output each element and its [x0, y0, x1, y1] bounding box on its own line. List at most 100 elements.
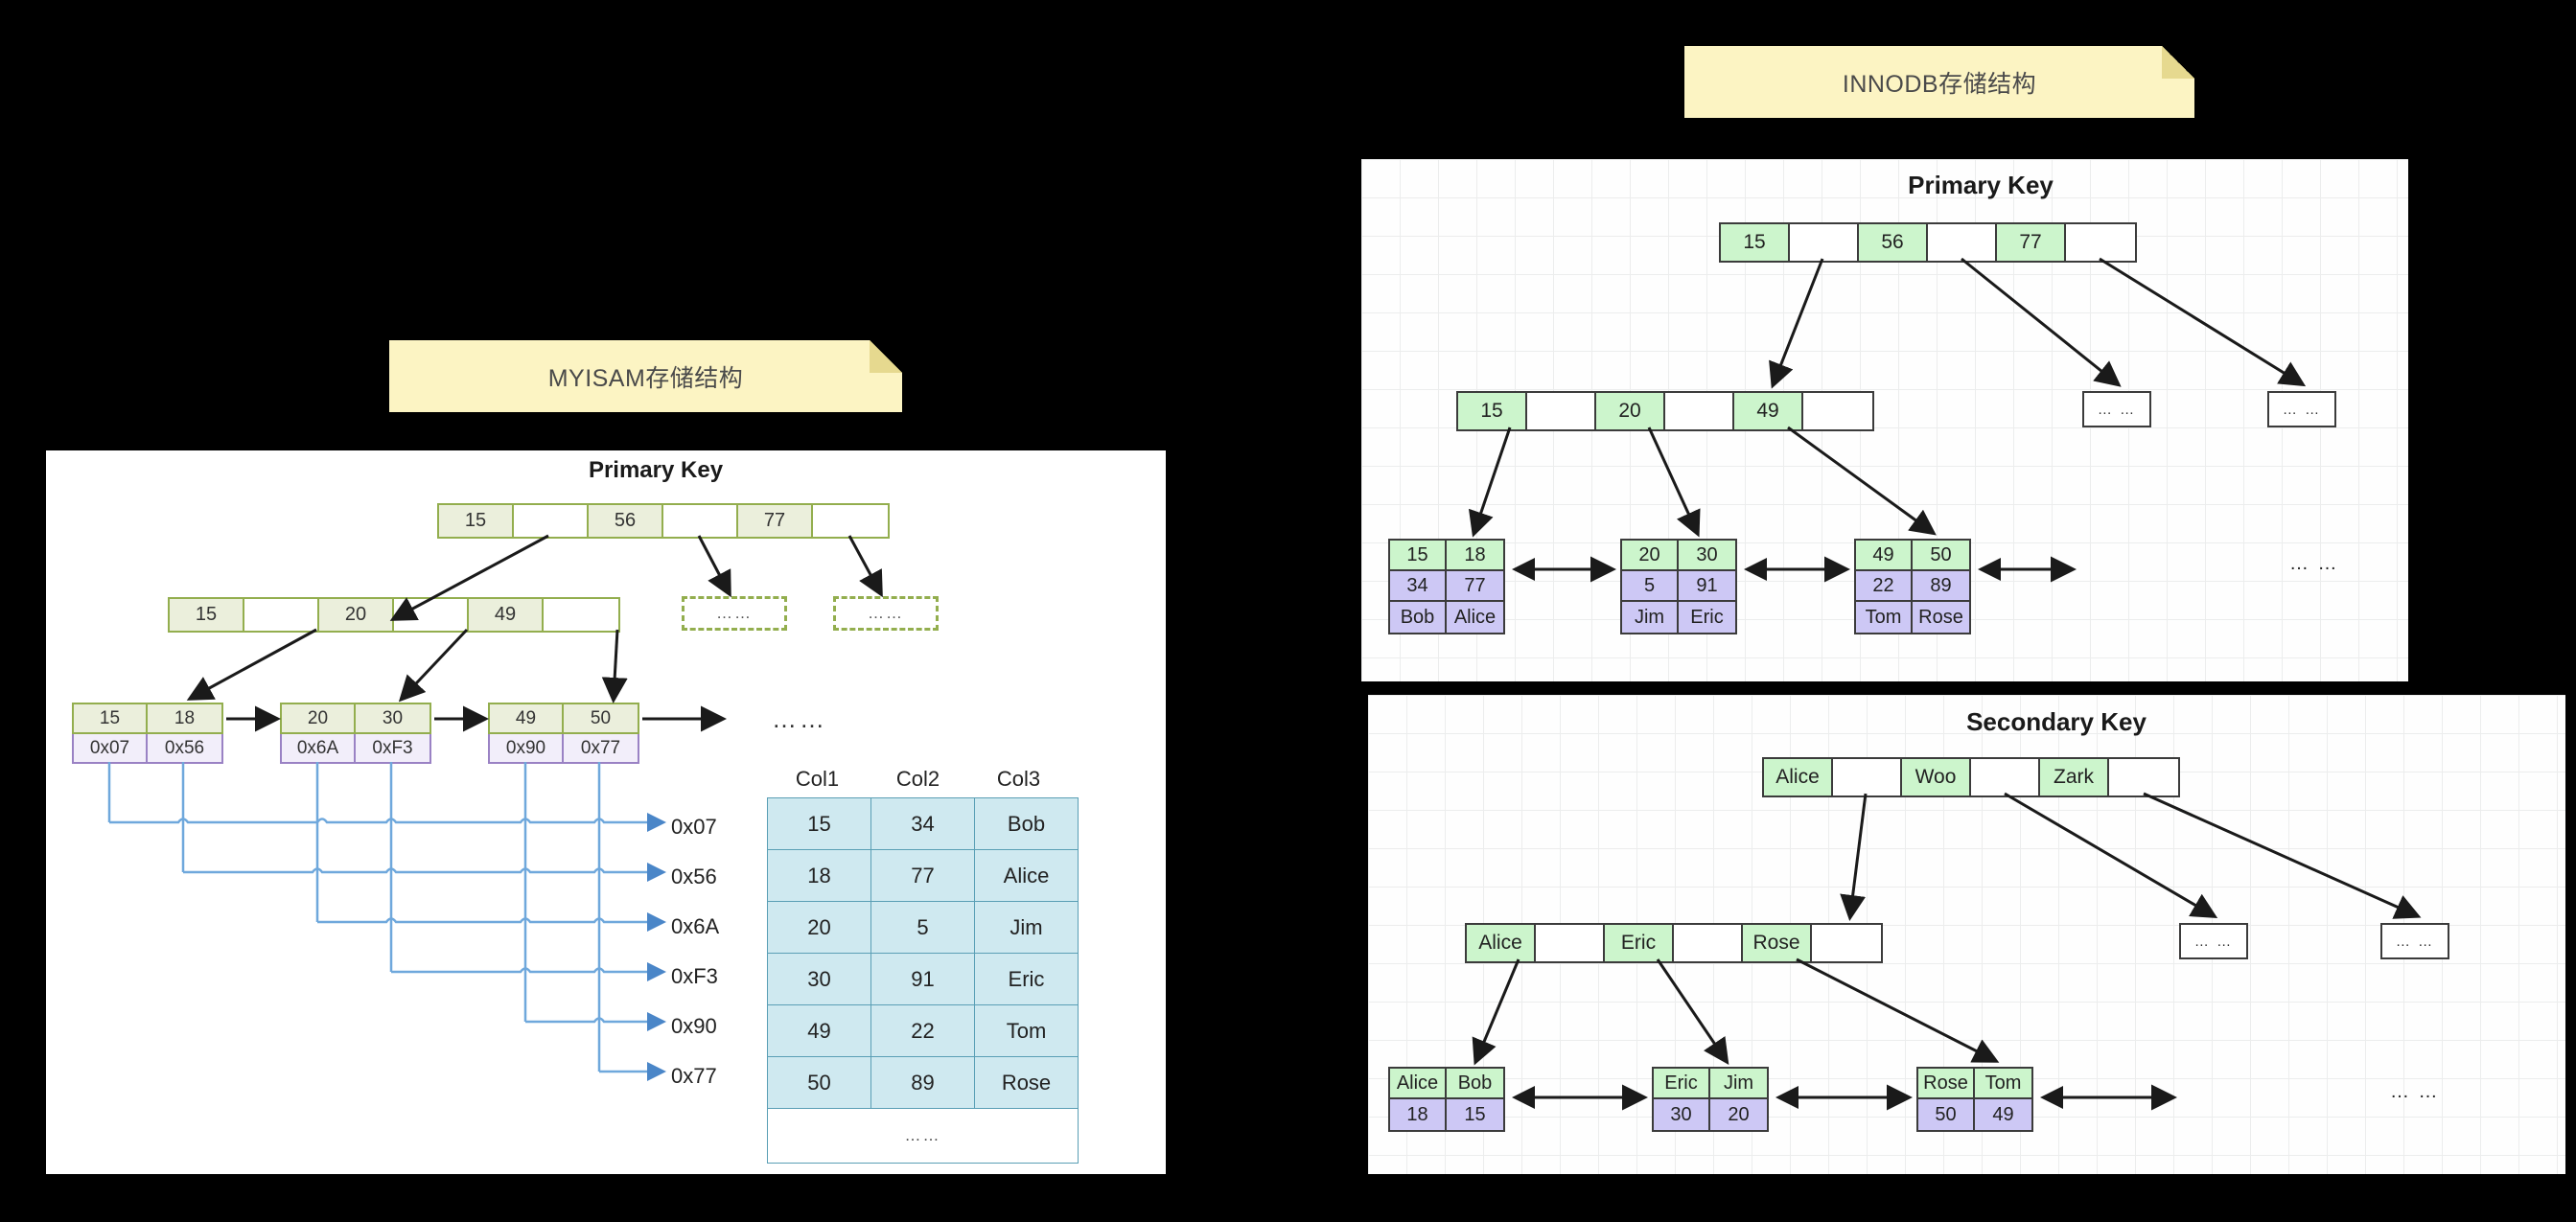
table-cell: Tom [974, 1004, 1079, 1057]
leaf-value: Alice [1447, 602, 1503, 633]
node-cell: 77 [1997, 224, 2066, 261]
node-cell: 77 [738, 505, 813, 537]
leaf-key: Eric [1654, 1069, 1710, 1099]
banner-myisam-label: MYISAM存储结构 [547, 364, 744, 392]
myisam-root-node: 15 56 77 [437, 503, 890, 539]
myisam-leaf-node: 20 30 0x6A 0xF3 [280, 703, 431, 764]
table-cell: 15 [767, 797, 871, 850]
leaf-value: Rose [1913, 602, 1969, 633]
leaf-pointer: 0x56 [148, 734, 221, 762]
innodb-primary-title: Primary Key [1908, 171, 2054, 199]
leaf-ptr-row: 0x07 0x56 [72, 734, 223, 764]
leaf-value-row: 5 91 [1622, 571, 1735, 602]
node-cell: 15 [1458, 393, 1527, 429]
table-footer-ellipsis: …… [767, 1108, 1079, 1164]
innodb-pk-tail-ellipsis: … … [2289, 553, 2339, 574]
node-cell: 15 [439, 505, 514, 537]
innodb-pk-ellipsis-node: … … [2082, 391, 2151, 427]
innodb-sk-ellipsis-node: … … [2179, 923, 2248, 959]
record-pointer-label: 0x07 [671, 815, 717, 839]
innodb-pk-internal-node: 15 20 49 [1456, 391, 1874, 431]
leaf-key-row: 15 18 [72, 703, 223, 734]
node-cell [1812, 925, 1881, 961]
node-cell [1803, 393, 1872, 429]
node-cell [244, 599, 319, 631]
record-pointer-label: 0x90 [671, 1014, 717, 1038]
leaf-value: Tom [1856, 602, 1913, 633]
node-cell [394, 599, 469, 631]
myisam-ellipsis-box: …… [682, 596, 787, 631]
leaf-key: 15 [74, 704, 148, 732]
innodb-sk-tail-ellipsis: … … [2390, 1081, 2440, 1102]
node-cell: Woo [1902, 759, 1971, 795]
banner-myisam: MYISAM存储结构 [389, 340, 902, 412]
myisam-leaf-node: 49 50 0x90 0x77 [488, 703, 639, 764]
table-header-row: Col1 Col2 Col3 [767, 767, 1079, 797]
innodb-secondary-title: Secondary Key [1966, 707, 2147, 736]
node-cell: Alice [1467, 925, 1536, 961]
leaf-key-row: 49 50 [488, 703, 639, 734]
table-cell: Alice [974, 849, 1079, 902]
leaf-key-row: Alice Bob [1390, 1069, 1503, 1099]
leaf-key: 18 [1447, 541, 1503, 571]
leaf-key: 30 [1679, 541, 1735, 571]
leaf-value: 89 [1913, 571, 1969, 602]
leaf-pointer: 0x77 [564, 734, 638, 762]
node-cell: Alice [1764, 759, 1833, 795]
node-cell [1527, 393, 1596, 429]
folded-corner-icon [2162, 46, 2194, 79]
table-cell: Bob [974, 797, 1079, 850]
table-cell: 49 [767, 1004, 871, 1057]
innodb-sk-leaf-node: Eric Jim 30 20 [1652, 1067, 1769, 1132]
leaf-value: 50 [1918, 1099, 1975, 1130]
leaf-key: 50 [1913, 541, 1969, 571]
node-cell [1790, 224, 1859, 261]
leaf-key-row: Eric Jim [1654, 1069, 1767, 1099]
node-cell: 56 [1859, 224, 1928, 261]
leaf-key: 49 [1856, 541, 1913, 571]
leaf-value-row: Tom Rose [1856, 602, 1969, 633]
leaf-key-row: 20 30 [1622, 541, 1735, 571]
node-cell: 56 [589, 505, 663, 537]
table-row: 50 89 Rose [767, 1056, 1079, 1109]
leaf-key: 30 [356, 704, 429, 732]
leaf-value-row: 50 49 [1918, 1099, 2031, 1130]
leaf-key: Tom [1975, 1069, 2031, 1099]
table-cell: 5 [870, 901, 975, 954]
leaf-value: Jim [1622, 602, 1679, 633]
column-header: Col2 [895, 767, 940, 791]
innodb-sk-internal-node: Alice Eric Rose [1465, 923, 1883, 963]
leaf-key: Jim [1710, 1069, 1767, 1099]
innodb-sk-leaf-node: Alice Bob 18 15 [1388, 1067, 1505, 1132]
myisam-panel-title: Primary Key [588, 457, 724, 483]
leaf-value-row: Jim Eric [1622, 602, 1735, 633]
node-cell: Rose [1743, 925, 1812, 961]
node-cell: 20 [319, 599, 394, 631]
table-row: 15 34 Bob [767, 797, 1079, 850]
myisam-ellipsis-box: …… [833, 596, 939, 631]
leaf-value-row: 18 15 [1390, 1099, 1503, 1130]
leaf-key: Rose [1918, 1069, 1975, 1099]
leaf-value: 77 [1447, 571, 1503, 602]
table-cell: 34 [870, 797, 975, 850]
leaf-value-row: 30 20 [1654, 1099, 1767, 1130]
leaf-key: 15 [1390, 541, 1447, 571]
leaf-value-row: 22 89 [1856, 571, 1969, 602]
leaf-value: 22 [1856, 571, 1913, 602]
folded-corner-icon [870, 340, 902, 373]
leaf-key-row: 20 30 [280, 703, 431, 734]
leaf-pointer: 0xF3 [356, 734, 429, 762]
node-cell [813, 505, 888, 537]
leaf-key: 49 [490, 704, 564, 732]
table-cell: 89 [870, 1056, 975, 1109]
node-cell [1536, 925, 1605, 961]
leaf-value: 30 [1654, 1099, 1710, 1130]
leaf-value-row: 34 77 [1390, 571, 1503, 602]
node-cell: 15 [170, 599, 244, 631]
banner-innodb-label: INNODB存储结构 [1842, 70, 2037, 98]
node-cell [1971, 759, 2040, 795]
node-cell [1674, 925, 1743, 961]
node-cell [1665, 393, 1734, 429]
leaf-value: 20 [1710, 1099, 1767, 1130]
node-cell: 49 [469, 599, 544, 631]
